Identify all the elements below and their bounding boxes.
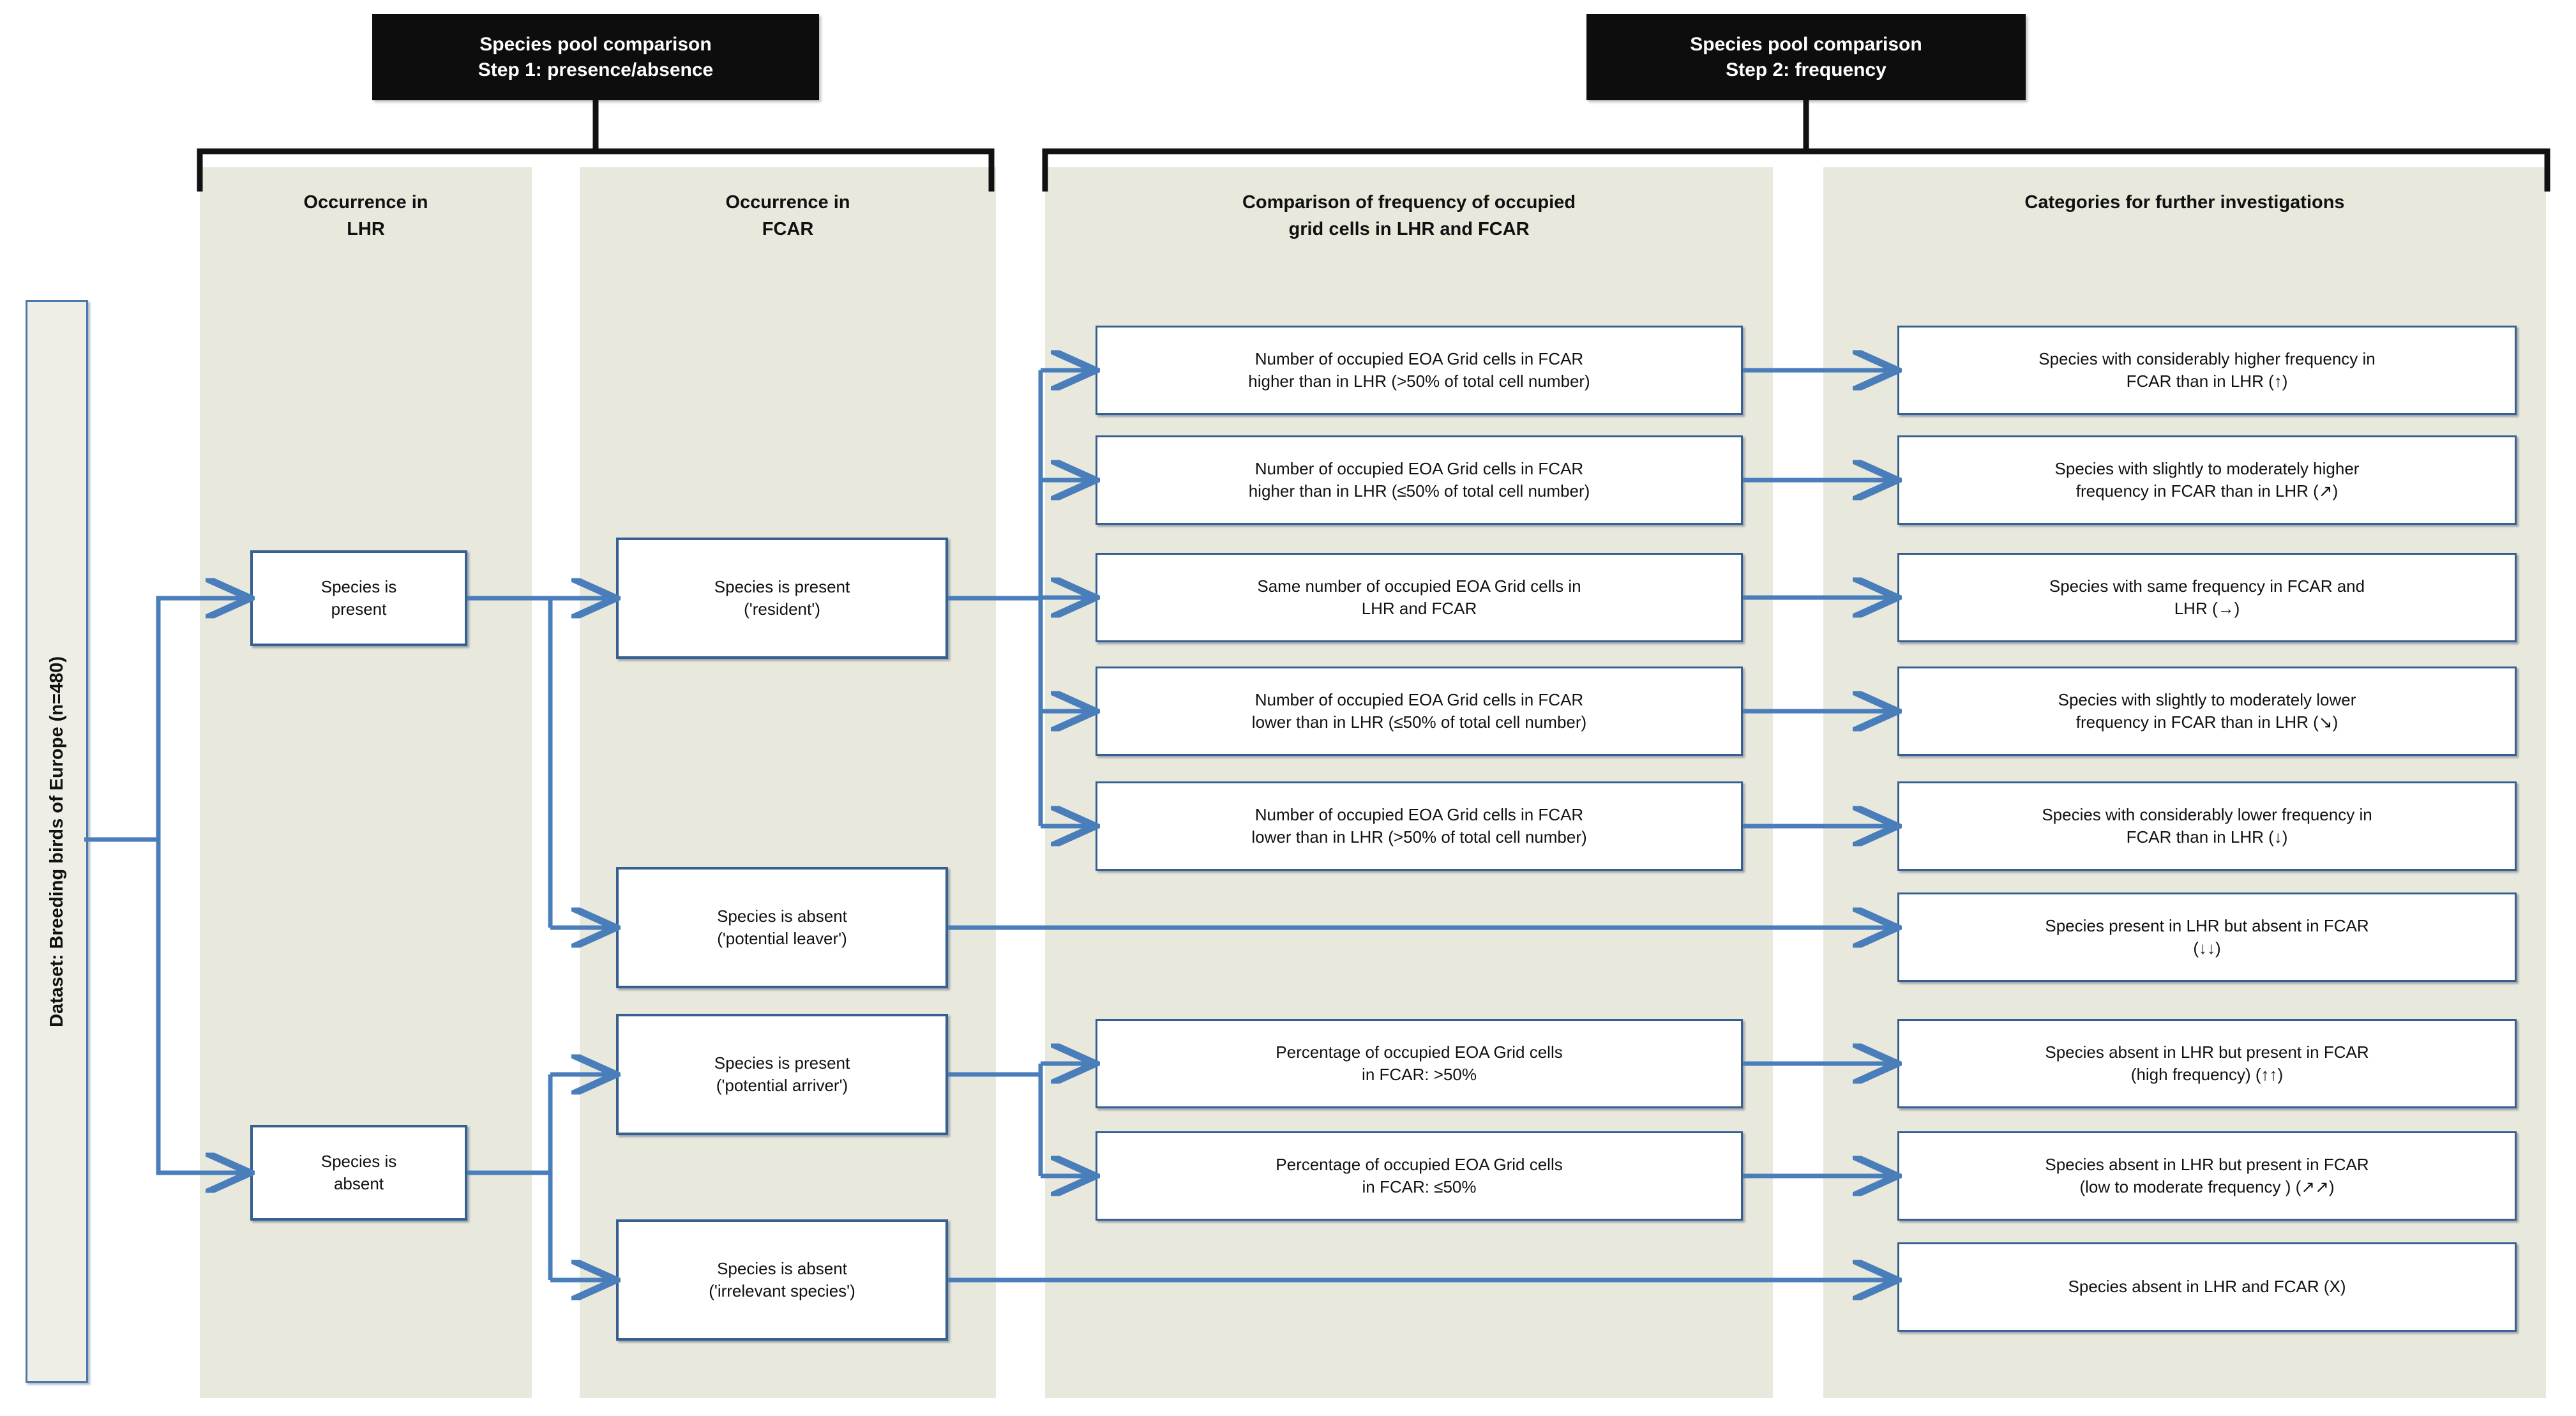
column-header-lhr-line2: LHR [347,219,385,240]
col3-box-lower-le50: Number of occupied EOA Grid cells in FCA… [1096,667,1743,756]
dataset-label: Dataset: Breeding birds of Europe (n=480… [46,656,67,1027]
dataset-box: Dataset: Breeding birds of Europe (n=480… [26,300,88,1383]
col2-box-potential-arriver-line2: ('potential arriver') [716,1076,848,1095]
col2-box-potential-leaver-line2: ('potential leaver') [717,929,847,948]
step-title-2-line2: Step 2: frequency [1726,59,1887,80]
col3-box-higher-le50-line2: higher than in LHR (≤50% of total cell n… [1248,481,1590,501]
col4-box-absent-both-line1: Species absent in LHR and FCAR (X) [2068,1277,2346,1297]
col3-box-higher-gt50-line2: higher than in LHR (>50% of total cell n… [1248,372,1590,391]
col3-box-higher-gt50-line1: Number of occupied EOA Grid cells in FCA… [1254,349,1584,368]
col3-box-lower-gt50: Number of occupied EOA Grid cells in FCA… [1096,781,1743,871]
col3-box-percentage-gt50-line2: in FCAR: >50% [1362,1065,1477,1084]
col4-box-absent-lhr-present-fcar-low: Species absent in LHR but present in FCA… [1897,1131,2517,1221]
col2-box-potential-arriver: Species is present ('potential arriver') [616,1014,948,1135]
column-header-comparison-line1: Comparison of frequency of occupied [1242,192,1576,213]
col4-box-considerably-lower-line2: FCAR than in LHR (↓) [2126,827,2288,847]
col1-box-present: Species is present [250,550,467,646]
step-title-1-line1: Species pool comparison [479,33,712,55]
col4-box-considerably-higher-line2: FCAR than in LHR (↑) [2126,372,2288,391]
col2-box-resident-line2: ('resident') [744,599,820,619]
col3-box-lower-gt50-line1: Number of occupied EOA Grid cells in FCA… [1254,804,1584,824]
col3-box-same-number-line1: Same number of occupied EOA Grid cells i… [1257,576,1581,596]
col3-box-lower-le50-line2: lower than in LHR (≤50% of total cell nu… [1251,712,1587,732]
col4-box-same-frequency-line2: LHR (→) [2174,599,2240,618]
col1-box-present-line2: present [331,599,387,619]
col1-box-absent-line1: Species is [320,1151,397,1171]
step-title-1: Species pool comparison Step 1: presence… [372,14,819,100]
col3-box-percentage-le50: Percentage of occupied EOA Grid cells in… [1096,1131,1743,1221]
col1-box-absent-line2: absent [333,1174,384,1193]
col3-box-percentage-gt50: Percentage of occupied EOA Grid cells in… [1096,1019,1743,1108]
col4-box-present-lhr-absent-fcar-line2: (↓↓) [2193,938,2221,958]
column-header-lhr: Occurrence in LHR [200,189,532,243]
col3-box-percentage-le50-line2: in FCAR: ≤50% [1362,1177,1477,1196]
col1-box-absent: Species is absent [250,1125,467,1221]
col4-box-same-frequency: Species with same frequency in FCAR and … [1897,553,2517,642]
col4-box-slightly-lower-line2: frequency in FCAR than in LHR (↘) [2075,712,2339,732]
step-title-2-line1: Species pool comparison [1690,33,1922,55]
col4-box-considerably-lower: Species with considerably lower frequenc… [1897,781,2517,871]
col4-box-absent-lhr-present-fcar-low-line1: Species absent in LHR but present in FCA… [2045,1154,2369,1174]
column-header-lhr-line1: Occurrence in [303,192,428,213]
col3-box-percentage-gt50-line1: Percentage of occupied EOA Grid cells [1276,1042,1563,1062]
col1-box-present-line1: Species is [320,576,397,596]
col2-box-resident: Species is present ('resident') [616,538,948,659]
col4-box-absent-lhr-present-fcar-high-line2: (high frequency) (↑↑) [2130,1065,2284,1084]
step-title-1-line2: Step 1: presence/absence [478,59,714,80]
col2-box-irrelevant-species-line2: ('irrelevant species') [709,1281,855,1300]
col4-box-slightly-lower: Species with slightly to moderately lowe… [1897,667,2517,756]
col2-box-irrelevant-species: Species is absent ('irrelevant species') [616,1219,948,1341]
col2-box-potential-leaver: Species is absent ('potential leaver') [616,867,948,988]
col4-box-same-frequency-line1: Species with same frequency in FCAR and [2049,576,2365,596]
col2-box-potential-leaver-line1: Species is absent [717,906,847,926]
col4-box-absent-both: Species absent in LHR and FCAR (X) [1897,1242,2517,1332]
column-header-comparison-line2: grid cells in LHR and FCAR [1288,219,1530,240]
col4-box-considerably-lower-line1: Species with considerably lower frequenc… [2042,804,2372,824]
col3-box-higher-le50-line1: Number of occupied EOA Grid cells in FCA… [1254,458,1584,478]
col4-box-absent-lhr-present-fcar-high-line1: Species absent in LHR but present in FCA… [2045,1042,2369,1062]
column-header-fcar-line2: FCAR [762,219,814,240]
column-header-categories: Categories for further investigations [1823,189,2546,216]
col4-box-present-lhr-absent-fcar-line1: Species present in LHR but absent in FCA… [2045,915,2369,935]
col4-box-absent-lhr-present-fcar-low-line2: (low to moderate frequency ) (↗↗) [2079,1177,2335,1196]
col2-box-resident-line1: Species is present [714,576,850,596]
col4-box-considerably-higher: Species with considerably higher frequen… [1897,326,2517,415]
col3-box-percentage-le50-line1: Percentage of occupied EOA Grid cells [1276,1154,1563,1174]
step-title-2: Species pool comparison Step 2: frequenc… [1586,14,2026,100]
col4-box-present-lhr-absent-fcar: Species present in LHR but absent in FCA… [1897,893,2517,982]
column-header-fcar: Occurrence in FCAR [580,189,996,243]
col4-box-considerably-higher-line1: Species with considerably higher frequen… [2038,349,2376,368]
col4-box-slightly-higher: Species with slightly to moderately high… [1897,435,2517,525]
col2-box-irrelevant-species-line1: Species is absent [717,1258,847,1278]
column-header-categories-line1: Categories for further investigations [2024,192,2345,213]
col3-box-lower-gt50-line2: lower than in LHR (>50% of total cell nu… [1251,827,1587,847]
column-band-fcar [580,167,996,1398]
col4-box-slightly-lower-line1: Species with slightly to moderately lowe… [2058,689,2356,709]
col4-box-absent-lhr-present-fcar-high: Species absent in LHR but present in FCA… [1897,1019,2517,1108]
col3-box-same-number: Same number of occupied EOA Grid cells i… [1096,553,1743,642]
col2-box-potential-arriver-line1: Species is present [714,1053,850,1073]
col3-box-higher-gt50: Number of occupied EOA Grid cells in FCA… [1096,326,1743,415]
column-header-comparison: Comparison of frequency of occupied grid… [1045,189,1773,243]
col4-box-slightly-higher-line1: Species with slightly to moderately high… [2054,458,2360,478]
col4-box-slightly-higher-line2: frequency in FCAR than in LHR (↗) [2075,481,2339,501]
col3-box-same-number-line2: LHR and FCAR [1361,599,1477,618]
column-header-fcar-line1: Occurrence in [725,192,850,213]
col3-box-lower-le50-line1: Number of occupied EOA Grid cells in FCA… [1254,689,1584,709]
col3-box-higher-le50: Number of occupied EOA Grid cells in FCA… [1096,435,1743,525]
